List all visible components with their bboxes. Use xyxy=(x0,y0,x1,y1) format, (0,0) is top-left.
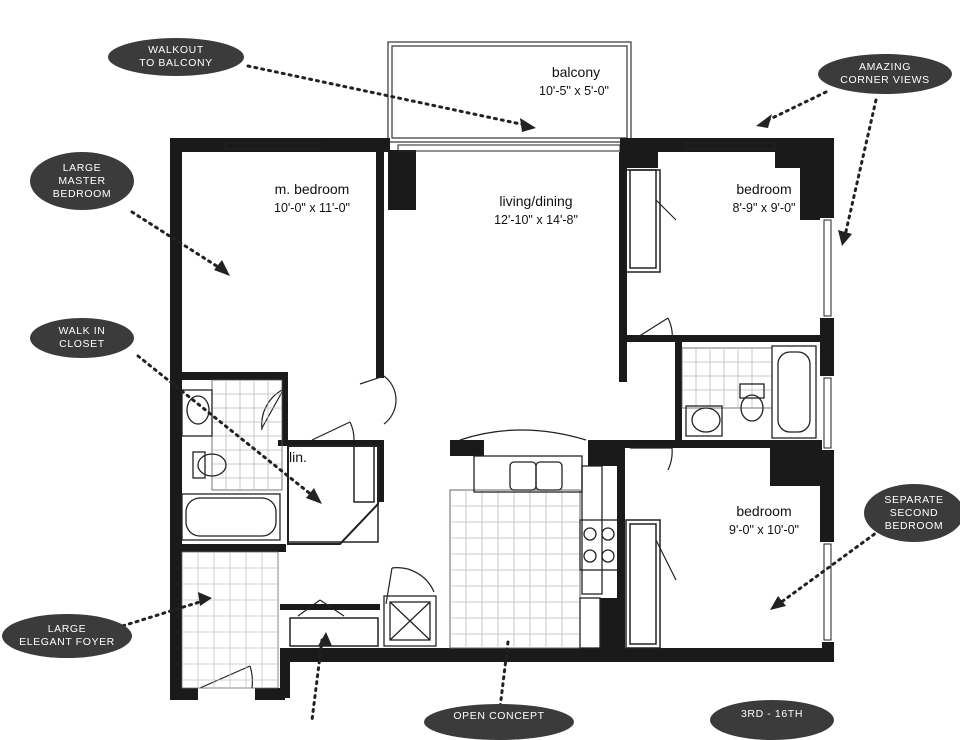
linen-label: lin. xyxy=(289,449,307,465)
foyer-tiles xyxy=(181,551,279,689)
callout-line: LARGE xyxy=(47,623,87,635)
balcony-dims: 10'-5" x 5'-0" xyxy=(539,84,609,98)
callout-line: TO BALCONY xyxy=(139,57,213,69)
callout-line: CORNER VIEWS xyxy=(840,74,930,86)
callout-line: WALKOUT xyxy=(148,44,204,56)
callout-line: WALK IN xyxy=(58,325,106,337)
callout-line: CLOSET xyxy=(59,338,105,350)
callout-line: SECOND xyxy=(889,506,939,519)
room-labels: balcony 10'-5" x 5'-0" m. bedroom 10'-0"… xyxy=(274,64,799,537)
balcony-label: balcony xyxy=(552,64,600,80)
callout-pointers xyxy=(114,64,882,720)
kitchen-floor xyxy=(449,489,581,649)
bedroom-two-label: bedroom xyxy=(736,503,791,519)
interior-walls xyxy=(176,150,821,648)
floor-plan: balcony 10'-5" x 5'-0" m. bedroom 10'-0"… xyxy=(114,41,882,720)
bedroom-one-label: bedroom xyxy=(736,181,791,197)
callout-line: BEDROOM xyxy=(884,519,944,532)
windows xyxy=(224,142,832,641)
kitchen-fixtures xyxy=(459,429,619,649)
bathroom-tiles xyxy=(211,347,773,491)
callout-line: SEPARATE xyxy=(884,493,944,506)
living-dining-dims: 12'-10" x 14'-8" xyxy=(494,213,578,227)
callout-line: 3RD - 16TH xyxy=(740,708,803,720)
exterior-walls xyxy=(170,138,834,700)
callout-line: BEDROOM xyxy=(52,187,112,200)
callout-line: ELEGANT FOYER xyxy=(19,636,115,648)
closets xyxy=(287,169,661,649)
bathroom-fixtures xyxy=(181,345,817,647)
door-swings xyxy=(199,199,677,689)
master-bedroom-label: m. bedroom xyxy=(275,181,350,197)
open-concept-callout: OPEN CONCEPT xyxy=(424,704,574,740)
callout-line: AMAZING xyxy=(858,61,912,73)
balcony-outline xyxy=(387,41,632,143)
callout-line: LARGE xyxy=(62,161,102,174)
callout-arrowheads xyxy=(198,114,852,646)
floors-callout: 3RD - 16TH xyxy=(710,700,834,740)
master-bedroom-dims: 10'-0" x 11'-0" xyxy=(274,201,350,215)
callout-line: MASTER xyxy=(58,174,106,187)
callout-line: OPEN CONCEPT xyxy=(453,710,545,722)
bedroom-two-dims: 9'-0" x 10'-0" xyxy=(729,523,799,537)
bedroom-one-dims: 8'-9" x 9'-0" xyxy=(733,201,796,215)
living-dining-label: living/dining xyxy=(499,193,572,209)
